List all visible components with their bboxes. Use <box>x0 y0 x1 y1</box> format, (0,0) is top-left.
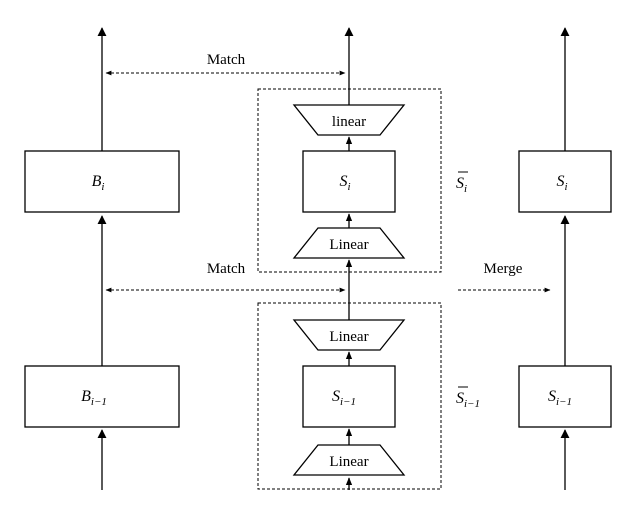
block-s-i-center <box>302 150 396 213</box>
block-s-i-minus-1-right-label: Si−1 <box>548 388 572 408</box>
trapezoid-bottom-linear <box>292 444 406 476</box>
match-mid-connector: Match <box>105 261 346 293</box>
block-s-i-right-label: Si <box>556 173 567 193</box>
left-column: Bi−1 Bi <box>24 27 180 490</box>
trapezoid-bottom-linear-label: Linear <box>329 454 368 470</box>
merge-label: Merge <box>484 261 523 277</box>
trapezoid-upper-linear <box>292 227 406 259</box>
block-b-i <box>24 150 180 213</box>
center-column: Linear Si−1 Linear Linear Si linear <box>257 27 442 490</box>
block-s-i-minus-1-center-label: Si−1 <box>332 388 356 408</box>
block-s-i-minus-1-center <box>302 365 396 428</box>
block-s-i-center-label: Si <box>339 173 350 193</box>
group-label-s-bar-i-minus-1: Si−1 <box>456 386 480 410</box>
block-s-i-right <box>518 150 612 213</box>
trapezoid-lower-top-linear <box>292 319 406 351</box>
right-column: Si−1 Si <box>518 27 612 490</box>
block-b-i-minus-1 <box>24 365 180 428</box>
trapezoid-lower-top-linear-label: Linear <box>329 329 368 345</box>
match-mid-label: Match <box>207 261 246 277</box>
match-top-connector: Match <box>105 52 346 76</box>
merge-connector: Merge <box>458 261 551 293</box>
block-b-i-label: Bi <box>92 173 105 193</box>
trapezoid-top-linear <box>292 104 406 136</box>
svg-text:Si: Si <box>456 175 467 195</box>
group-label-s-bar-i: Si <box>456 171 468 195</box>
block-b-i-minus-1-label: Bi−1 <box>81 388 107 408</box>
match-top-label: Match <box>207 52 246 68</box>
trapezoid-top-linear-label: linear <box>332 114 366 130</box>
svg-text:Si−1: Si−1 <box>456 390 480 410</box>
trapezoid-upper-linear-label: Linear <box>329 237 368 253</box>
block-s-i-minus-1-right <box>518 365 612 428</box>
